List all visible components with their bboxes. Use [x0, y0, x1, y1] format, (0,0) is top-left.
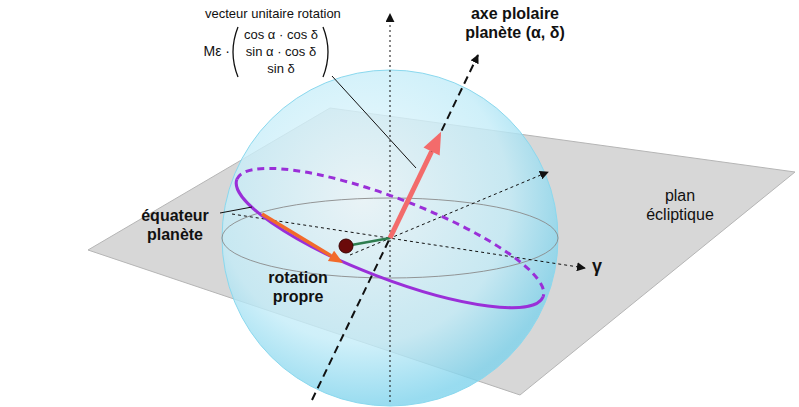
axis-label: axe plolaire planète (α, δ) [450, 4, 580, 42]
vector-component: sin δ [238, 61, 324, 77]
vector-bracket [233, 27, 238, 77]
equator-front-arc [223, 179, 544, 334]
vector-bracket [323, 27, 328, 77]
rotation-vector [390, 152, 432, 239]
planet-equator [223, 142, 558, 334]
leader-line [220, 207, 252, 213]
gamma-axis [232, 214, 585, 268]
surface-point [339, 239, 353, 253]
leader-line [332, 76, 416, 168]
callout-heading: vecteur unitaire rotation [205, 6, 365, 22]
spin-arrow [262, 214, 331, 256]
vertical-axis [390, 14, 391, 402]
gamma-label: γ [592, 256, 616, 278]
matrix-symbol: Mε · [176, 43, 230, 60]
polar-axis [312, 55, 478, 400]
plane-label: plan écliptique [630, 186, 730, 224]
equator-label: équateur planète [130, 206, 220, 244]
vector-component: sin α · cos δ [238, 44, 324, 60]
spin-arrow-head [328, 251, 343, 263]
rotation-vector-head [424, 132, 442, 156]
vector-component: cos α · cos δ [238, 27, 324, 43]
rotation-label: rotation propre [258, 268, 338, 306]
y-axis [350, 172, 548, 255]
